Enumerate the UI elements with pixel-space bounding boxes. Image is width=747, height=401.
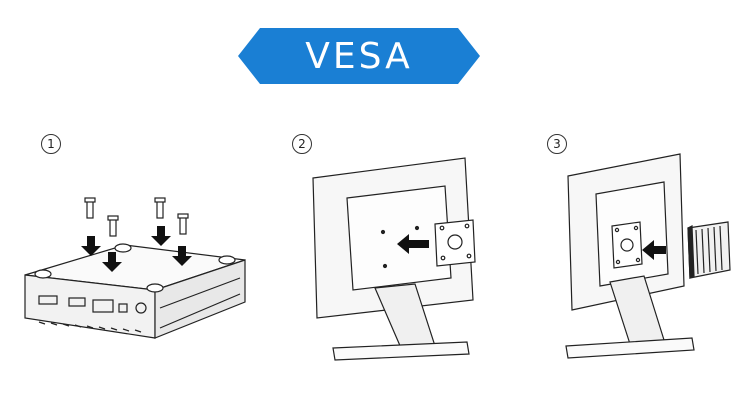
left-arrow-icon <box>397 234 429 254</box>
banner-title: VESA <box>305 35 413 77</box>
monitor-back-panel <box>346 185 452 291</box>
step-3-illustration <box>565 153 731 359</box>
banner-shape <box>238 28 480 84</box>
vesa-banner: VESA <box>238 28 480 84</box>
step-number-1: 1 <box>41 134 61 154</box>
hdmi-port <box>38 295 58 305</box>
step-number-3: 3 <box>547 134 567 154</box>
step-number-2: 2 <box>292 134 312 154</box>
pc-foot <box>114 243 132 253</box>
power-jack <box>135 302 147 314</box>
pc-foot <box>218 255 236 265</box>
screw-icon <box>177 213 189 235</box>
down-arrow-icon <box>172 246 192 266</box>
monitor-base <box>565 337 695 359</box>
vesa-bracket <box>611 221 643 269</box>
down-arrow-icon <box>151 226 171 246</box>
vesa-bracket <box>434 219 476 267</box>
usb-c-port <box>118 303 128 313</box>
pc-foot <box>146 283 164 293</box>
monitor-base <box>332 341 470 361</box>
down-arrow-icon <box>81 236 101 256</box>
pc-foot <box>34 269 52 279</box>
mini-pc <box>687 221 731 279</box>
screw-icon <box>84 197 96 219</box>
vent-slots <box>38 321 142 333</box>
step-2-illustration <box>312 157 476 361</box>
step-1-illustration <box>24 197 246 339</box>
pc-side <box>154 259 246 339</box>
screw-icon <box>107 215 119 237</box>
ethernet-port <box>92 299 114 313</box>
screw-icon <box>154 197 166 219</box>
left-arrow-icon <box>642 240 666 260</box>
usb-port <box>68 297 86 307</box>
down-arrow-icon <box>102 252 122 272</box>
